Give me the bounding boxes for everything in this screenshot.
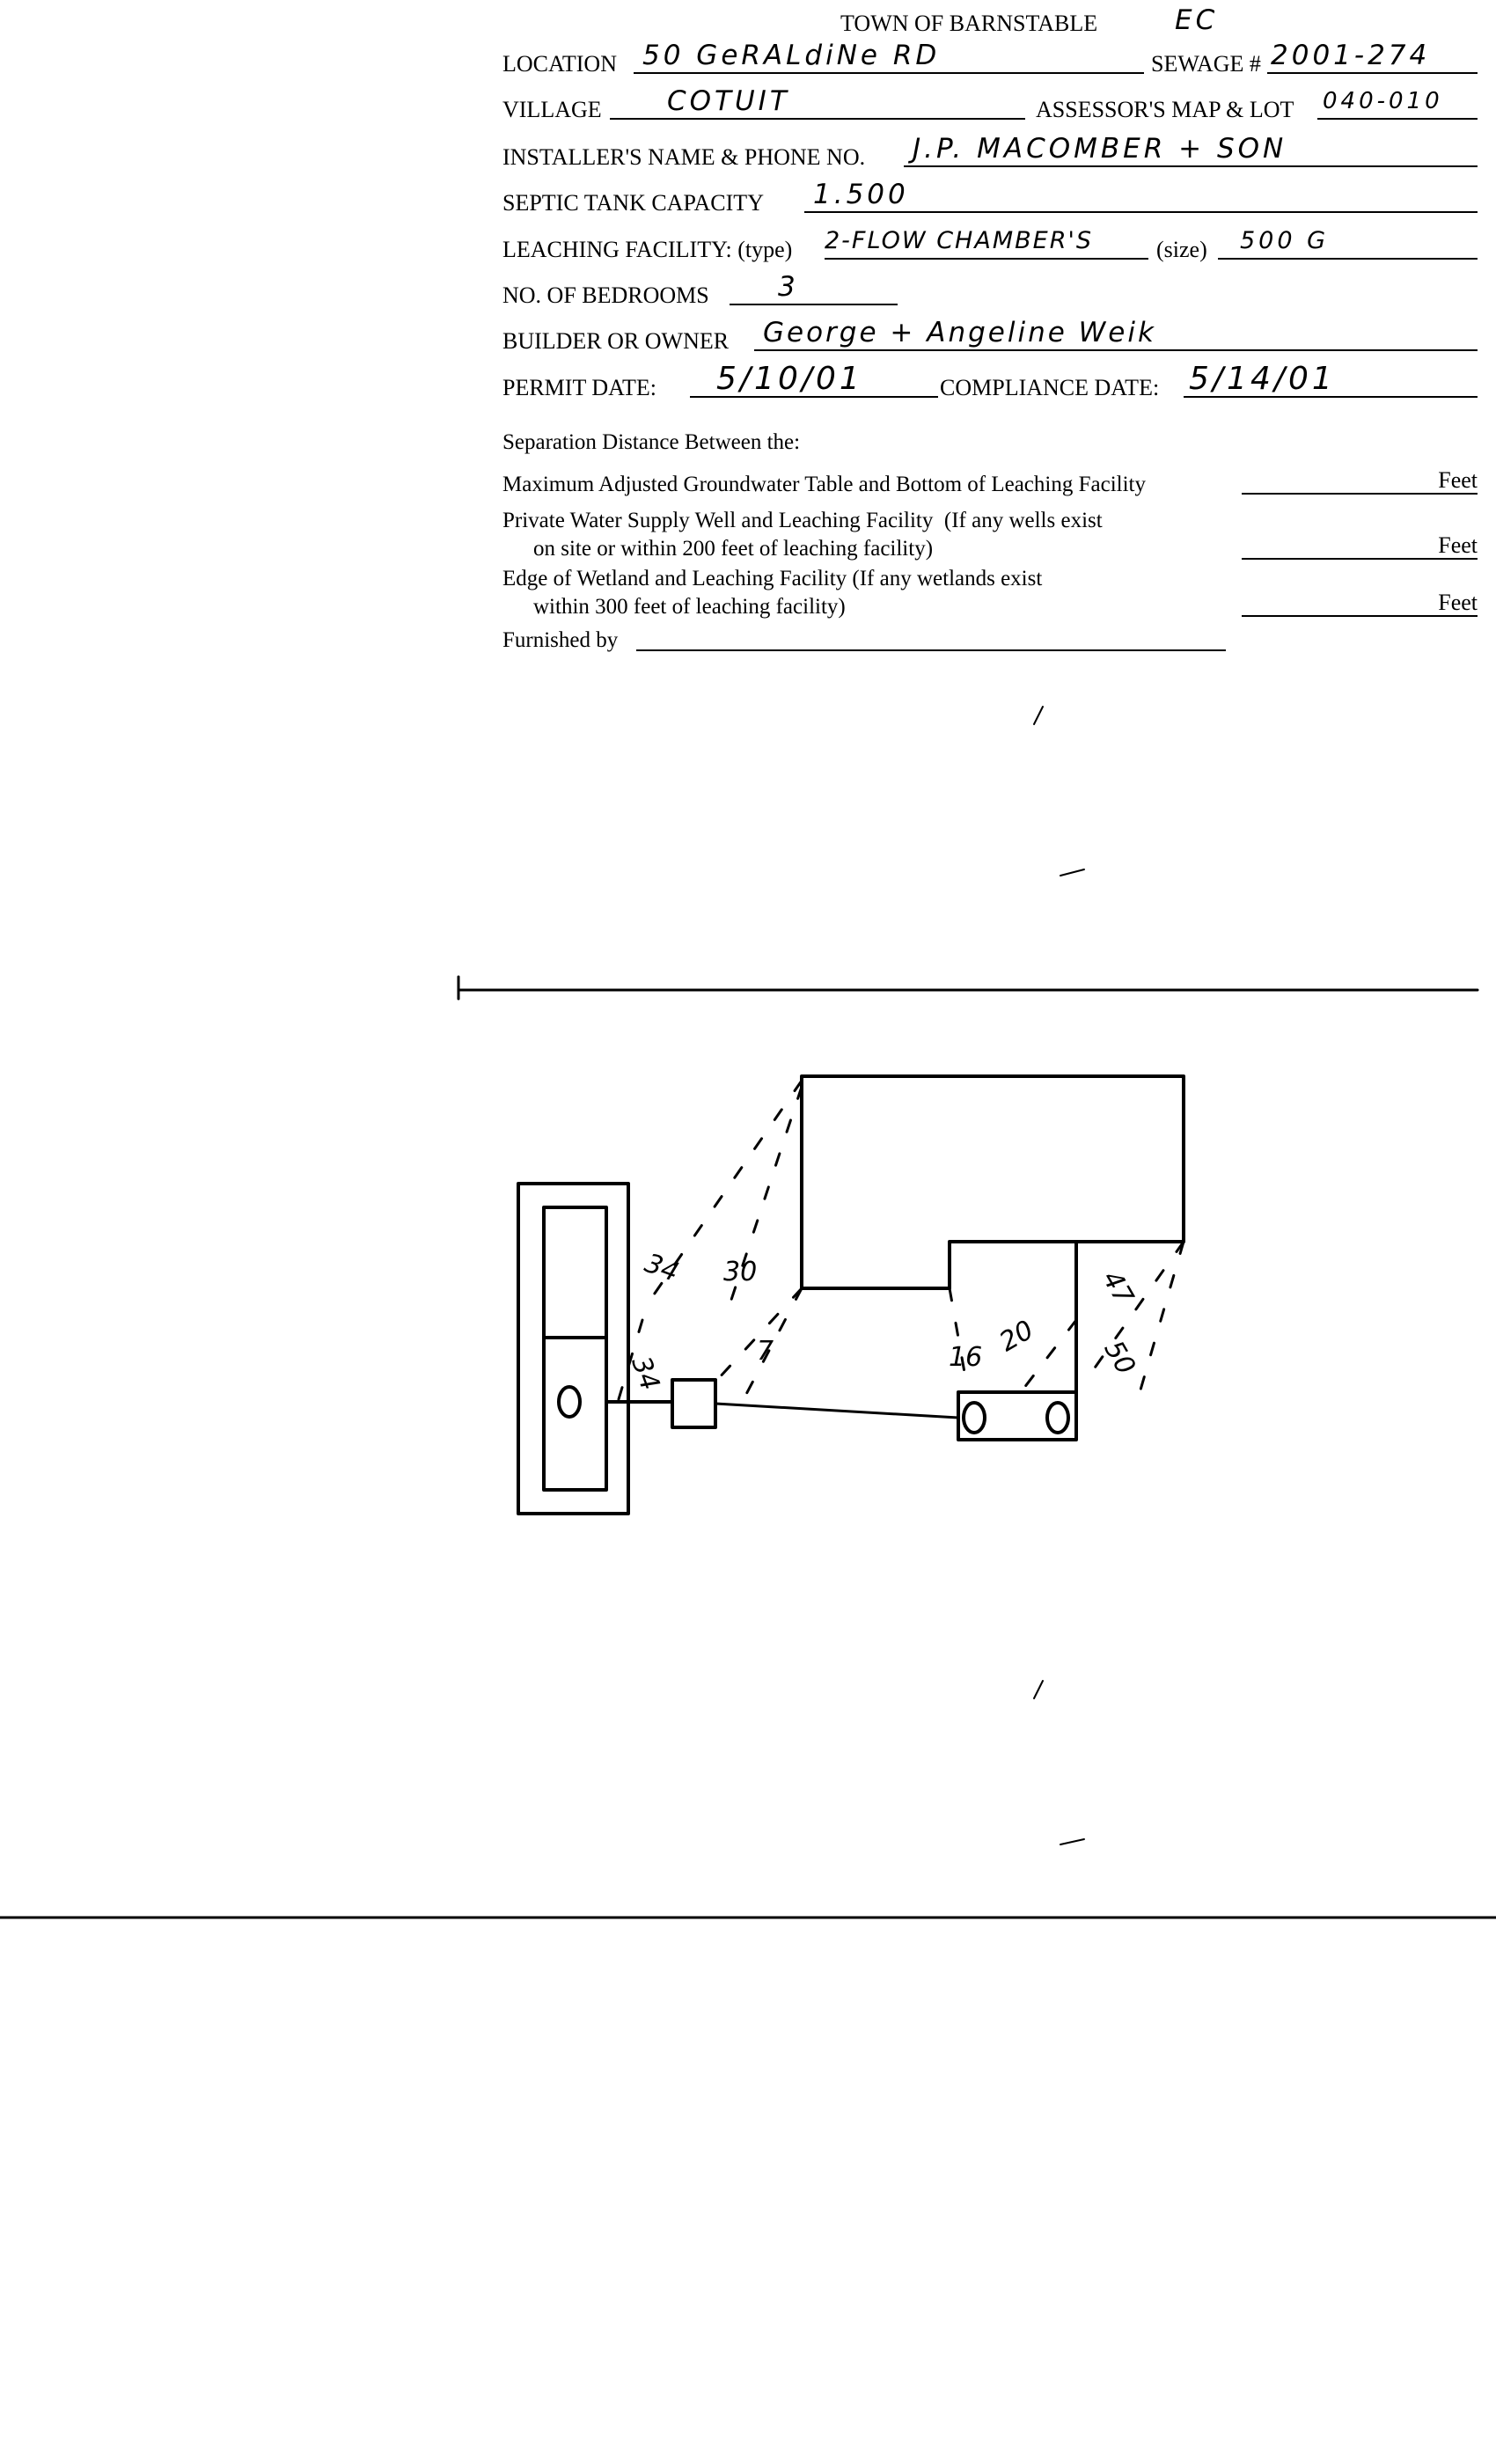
permit-date-field[interactable]: 5/10/01	[690, 361, 938, 398]
size-value: 500 G	[1240, 227, 1330, 254]
dimension-label: 16	[949, 1342, 982, 1373]
leaching-label: LEACHING FACILITY: (type)	[502, 237, 793, 262]
furnished-by-field[interactable]	[636, 621, 1226, 651]
dimension-label: 7	[757, 1336, 774, 1367]
village-value: COTUIT	[667, 85, 790, 117]
wetland-label-line1: Edge of Wetland and Leaching Facility (I…	[502, 567, 1043, 590]
location-value: 50 GeRALdiNe RD	[642, 40, 941, 71]
size-label: (size)	[1156, 237, 1207, 262]
map-lot-value: 040-010	[1323, 88, 1443, 114]
owner-value: George + Angeline Weik	[763, 317, 1156, 348]
dimension-label: 34	[641, 1248, 683, 1288]
groundwater-label: Maximum Adjusted Groundwater Table and B…	[502, 473, 1146, 496]
bedrooms-field[interactable]: 3	[730, 272, 898, 305]
distribution-box-icon	[557, 1385, 582, 1419]
dimension-label: 20	[994, 1315, 1039, 1358]
permit-date-value: 5/10/01	[716, 361, 863, 397]
compliance-date-field[interactable]: 5/14/01	[1184, 361, 1478, 398]
septic-tank	[671, 1378, 717, 1429]
dimension-lines	[614, 1079, 1185, 1410]
permit-date-label: PERMIT DATE:	[502, 375, 657, 400]
well-label-line1: Private Water Supply Well and Leaching F…	[502, 509, 1103, 532]
owner-field[interactable]: George + Angeline Weik	[754, 318, 1478, 351]
installer-value: J.P. MACOMBER + SON	[913, 133, 1287, 165]
sewage-label: SEWAGE #	[1151, 51, 1261, 77]
dimension-label: 50	[1097, 1336, 1140, 1381]
pipe-to-chambers	[714, 1402, 960, 1419]
groundwater-unit: Feet	[1438, 467, 1478, 493]
septic-value: 1.500	[813, 179, 909, 210]
septic-label: SEPTIC TANK CAPACITY	[502, 190, 764, 216]
sewage-value: 2001-274	[1271, 40, 1431, 71]
dimension-label: 47	[1096, 1265, 1139, 1310]
owner-label: BUILDER OR OWNER	[502, 328, 730, 354]
wetland-unit: Feet	[1438, 590, 1478, 615]
map-lot-field[interactable]: 040-010	[1317, 86, 1478, 120]
leaching-type-field[interactable]: 2-FLOW CHAMBER'S	[825, 226, 1148, 260]
leach-field-outer	[517, 1182, 630, 1515]
well-unit: Feet	[1438, 532, 1478, 558]
dimension-label: 30	[723, 1257, 757, 1287]
map-lot-label: ASSESSOR'S MAP & LOT	[1036, 97, 1294, 122]
leach-field-inner	[542, 1206, 608, 1492]
compliance-date-label: COMPLIANCE DATE:	[940, 375, 1160, 400]
property-line	[457, 975, 1479, 1001]
location-label: LOCATION	[502, 51, 617, 77]
village-label: VILLAGE	[502, 97, 602, 122]
separation-heading: Separation Distance Between the:	[502, 430, 801, 454]
wetland-label-line2: within 300 feet of leaching facility)	[533, 595, 846, 619]
initials: EC	[1175, 4, 1219, 36]
installer-label: INSTALLER'S NAME & PHONE NO.	[502, 144, 866, 170]
compliance-date-value: 5/14/01	[1189, 361, 1336, 397]
septic-field[interactable]: 1.500	[804, 180, 1478, 213]
installer-field[interactable]: J.P. MACOMBER + SON	[904, 134, 1478, 167]
bedrooms-label: NO. OF BEDROOMS	[502, 282, 709, 308]
village-field[interactable]: COTUIT	[610, 86, 1025, 120]
size-field[interactable]: 500 G	[1218, 226, 1478, 260]
well-label-line2: on site or within 200 feet of leaching f…	[533, 537, 934, 561]
dimension-labels: 34 30 34 7 16 20 47 50	[625, 1248, 1141, 1395]
sewage-field[interactable]: 2001-274	[1267, 40, 1478, 74]
wetland-field[interactable]: Feet	[1242, 585, 1478, 617]
flow-chambers	[957, 1390, 1078, 1441]
bedrooms-value: 3	[778, 271, 799, 303]
furnished-by-label: Furnished by	[502, 628, 619, 652]
leaching-type-value: 2-FLOW CHAMBER'S	[825, 227, 1094, 254]
stray-marks	[1033, 706, 1085, 1845]
form-title: TOWN OF BARNSTABLE	[840, 11, 1098, 36]
well-field[interactable]: Feet	[1242, 528, 1478, 560]
groundwater-field[interactable]: Feet	[1242, 463, 1478, 495]
location-field[interactable]: 50 GeRALdiNe RD	[634, 40, 1144, 74]
